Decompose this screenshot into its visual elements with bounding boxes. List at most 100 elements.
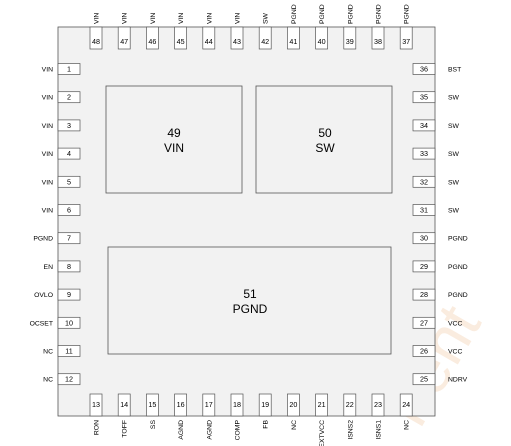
pin-number: 7 xyxy=(67,234,71,243)
pin-label: VIN xyxy=(94,13,101,24)
pin-number: 6 xyxy=(67,206,71,215)
pin-label: NC xyxy=(404,420,411,430)
pin-label: SW xyxy=(448,208,460,215)
pin-pad xyxy=(57,147,81,160)
pin-number: 5 xyxy=(67,177,71,186)
pin-label: EN xyxy=(44,264,54,271)
pin-label: SW xyxy=(263,12,270,24)
pin-pad xyxy=(412,147,436,160)
pin-42: 42 SW xyxy=(258,12,272,50)
pin-number: 34 xyxy=(420,121,428,130)
pin-pad xyxy=(57,63,81,75)
pin-number: 8 xyxy=(67,262,71,271)
pin-label: VCC xyxy=(448,320,462,327)
pin-number: 36 xyxy=(420,65,428,74)
pin-pad xyxy=(412,345,436,357)
pin-number: 3 xyxy=(67,121,71,130)
pin-number: 38 xyxy=(374,37,382,46)
pin-label: VIN xyxy=(42,123,53,130)
pin-label: VIN xyxy=(42,179,53,186)
pin-number: 39 xyxy=(346,37,354,46)
pin-number: 27 xyxy=(420,318,428,327)
pin-pad xyxy=(287,26,300,50)
pin-label: PGND xyxy=(33,236,53,243)
exposed-pad-50: 50 SW xyxy=(255,85,393,194)
pin-pad xyxy=(412,204,436,216)
pin-pad xyxy=(57,232,81,245)
pin-pad xyxy=(399,393,413,417)
pin-number: 20 xyxy=(289,400,297,409)
pin-label: VIN xyxy=(42,208,53,215)
pin-label: NDRV xyxy=(448,377,468,384)
pin-pad xyxy=(146,393,159,417)
pin-pad xyxy=(412,373,436,386)
pin-label: PGND xyxy=(376,4,383,24)
pin-pad xyxy=(412,175,436,188)
pin-number: 12 xyxy=(65,375,73,384)
pin-pad xyxy=(258,26,272,50)
pin-pad xyxy=(371,26,385,50)
pin-pad xyxy=(343,393,357,417)
pin-number: 30 xyxy=(420,234,428,243)
pin-pad xyxy=(57,316,81,329)
pin-pad xyxy=(371,393,385,417)
pin-30: 30 PGND xyxy=(412,232,468,245)
pin-number: 16 xyxy=(177,400,185,409)
pin-label: PGND xyxy=(291,4,298,24)
pin-number: 9 xyxy=(67,290,71,299)
pad-number: 49 xyxy=(167,126,181,140)
pin-label: PGND xyxy=(448,236,468,243)
pin-pad xyxy=(315,393,328,417)
pin-pad xyxy=(412,91,436,104)
pin-number: 2 xyxy=(67,93,71,102)
pin-number: 28 xyxy=(420,290,428,299)
exposed-pad-51: 51 PGND xyxy=(107,246,392,355)
pin-label: AGND xyxy=(178,420,185,440)
pin-label: VIN xyxy=(122,13,129,24)
pin-number: 19 xyxy=(261,400,269,409)
pin-number: 43 xyxy=(233,37,241,46)
pin-label: VIN xyxy=(42,67,53,74)
pin-pad xyxy=(287,393,300,417)
pin-label: VCC xyxy=(448,349,462,356)
pin-pad xyxy=(57,175,81,188)
pin-pad xyxy=(258,393,272,417)
pin-label: FB xyxy=(263,420,270,429)
pin-number: 35 xyxy=(420,93,428,102)
bottom-pin-row: 13RON14TOFF15SS16AGND17AGND18COMP19FB20N… xyxy=(89,393,413,446)
package-body xyxy=(57,26,436,417)
pin-label: VIN xyxy=(178,13,185,24)
pin-label: OCSET xyxy=(30,320,53,327)
pin-27: 27 VCC xyxy=(412,316,462,329)
pin-number: 1 xyxy=(67,65,71,74)
pin-pad xyxy=(89,26,103,50)
exposed-pad-49: 49 VIN xyxy=(105,85,243,194)
pin-pad xyxy=(230,393,244,417)
pin-6: 6 VIN xyxy=(42,204,81,216)
pin-number: 25 xyxy=(420,375,428,384)
pin-pad xyxy=(57,91,81,104)
pin-number: 13 xyxy=(92,400,100,409)
pin-label: VIN xyxy=(42,95,53,102)
pin-number: 4 xyxy=(67,149,71,158)
pin-5: 5 VIN xyxy=(42,175,81,188)
pin-number: 42 xyxy=(261,37,269,46)
pin-label: SS xyxy=(150,420,157,430)
pin-number: 31 xyxy=(420,206,428,215)
pin-number: 23 xyxy=(374,400,382,409)
